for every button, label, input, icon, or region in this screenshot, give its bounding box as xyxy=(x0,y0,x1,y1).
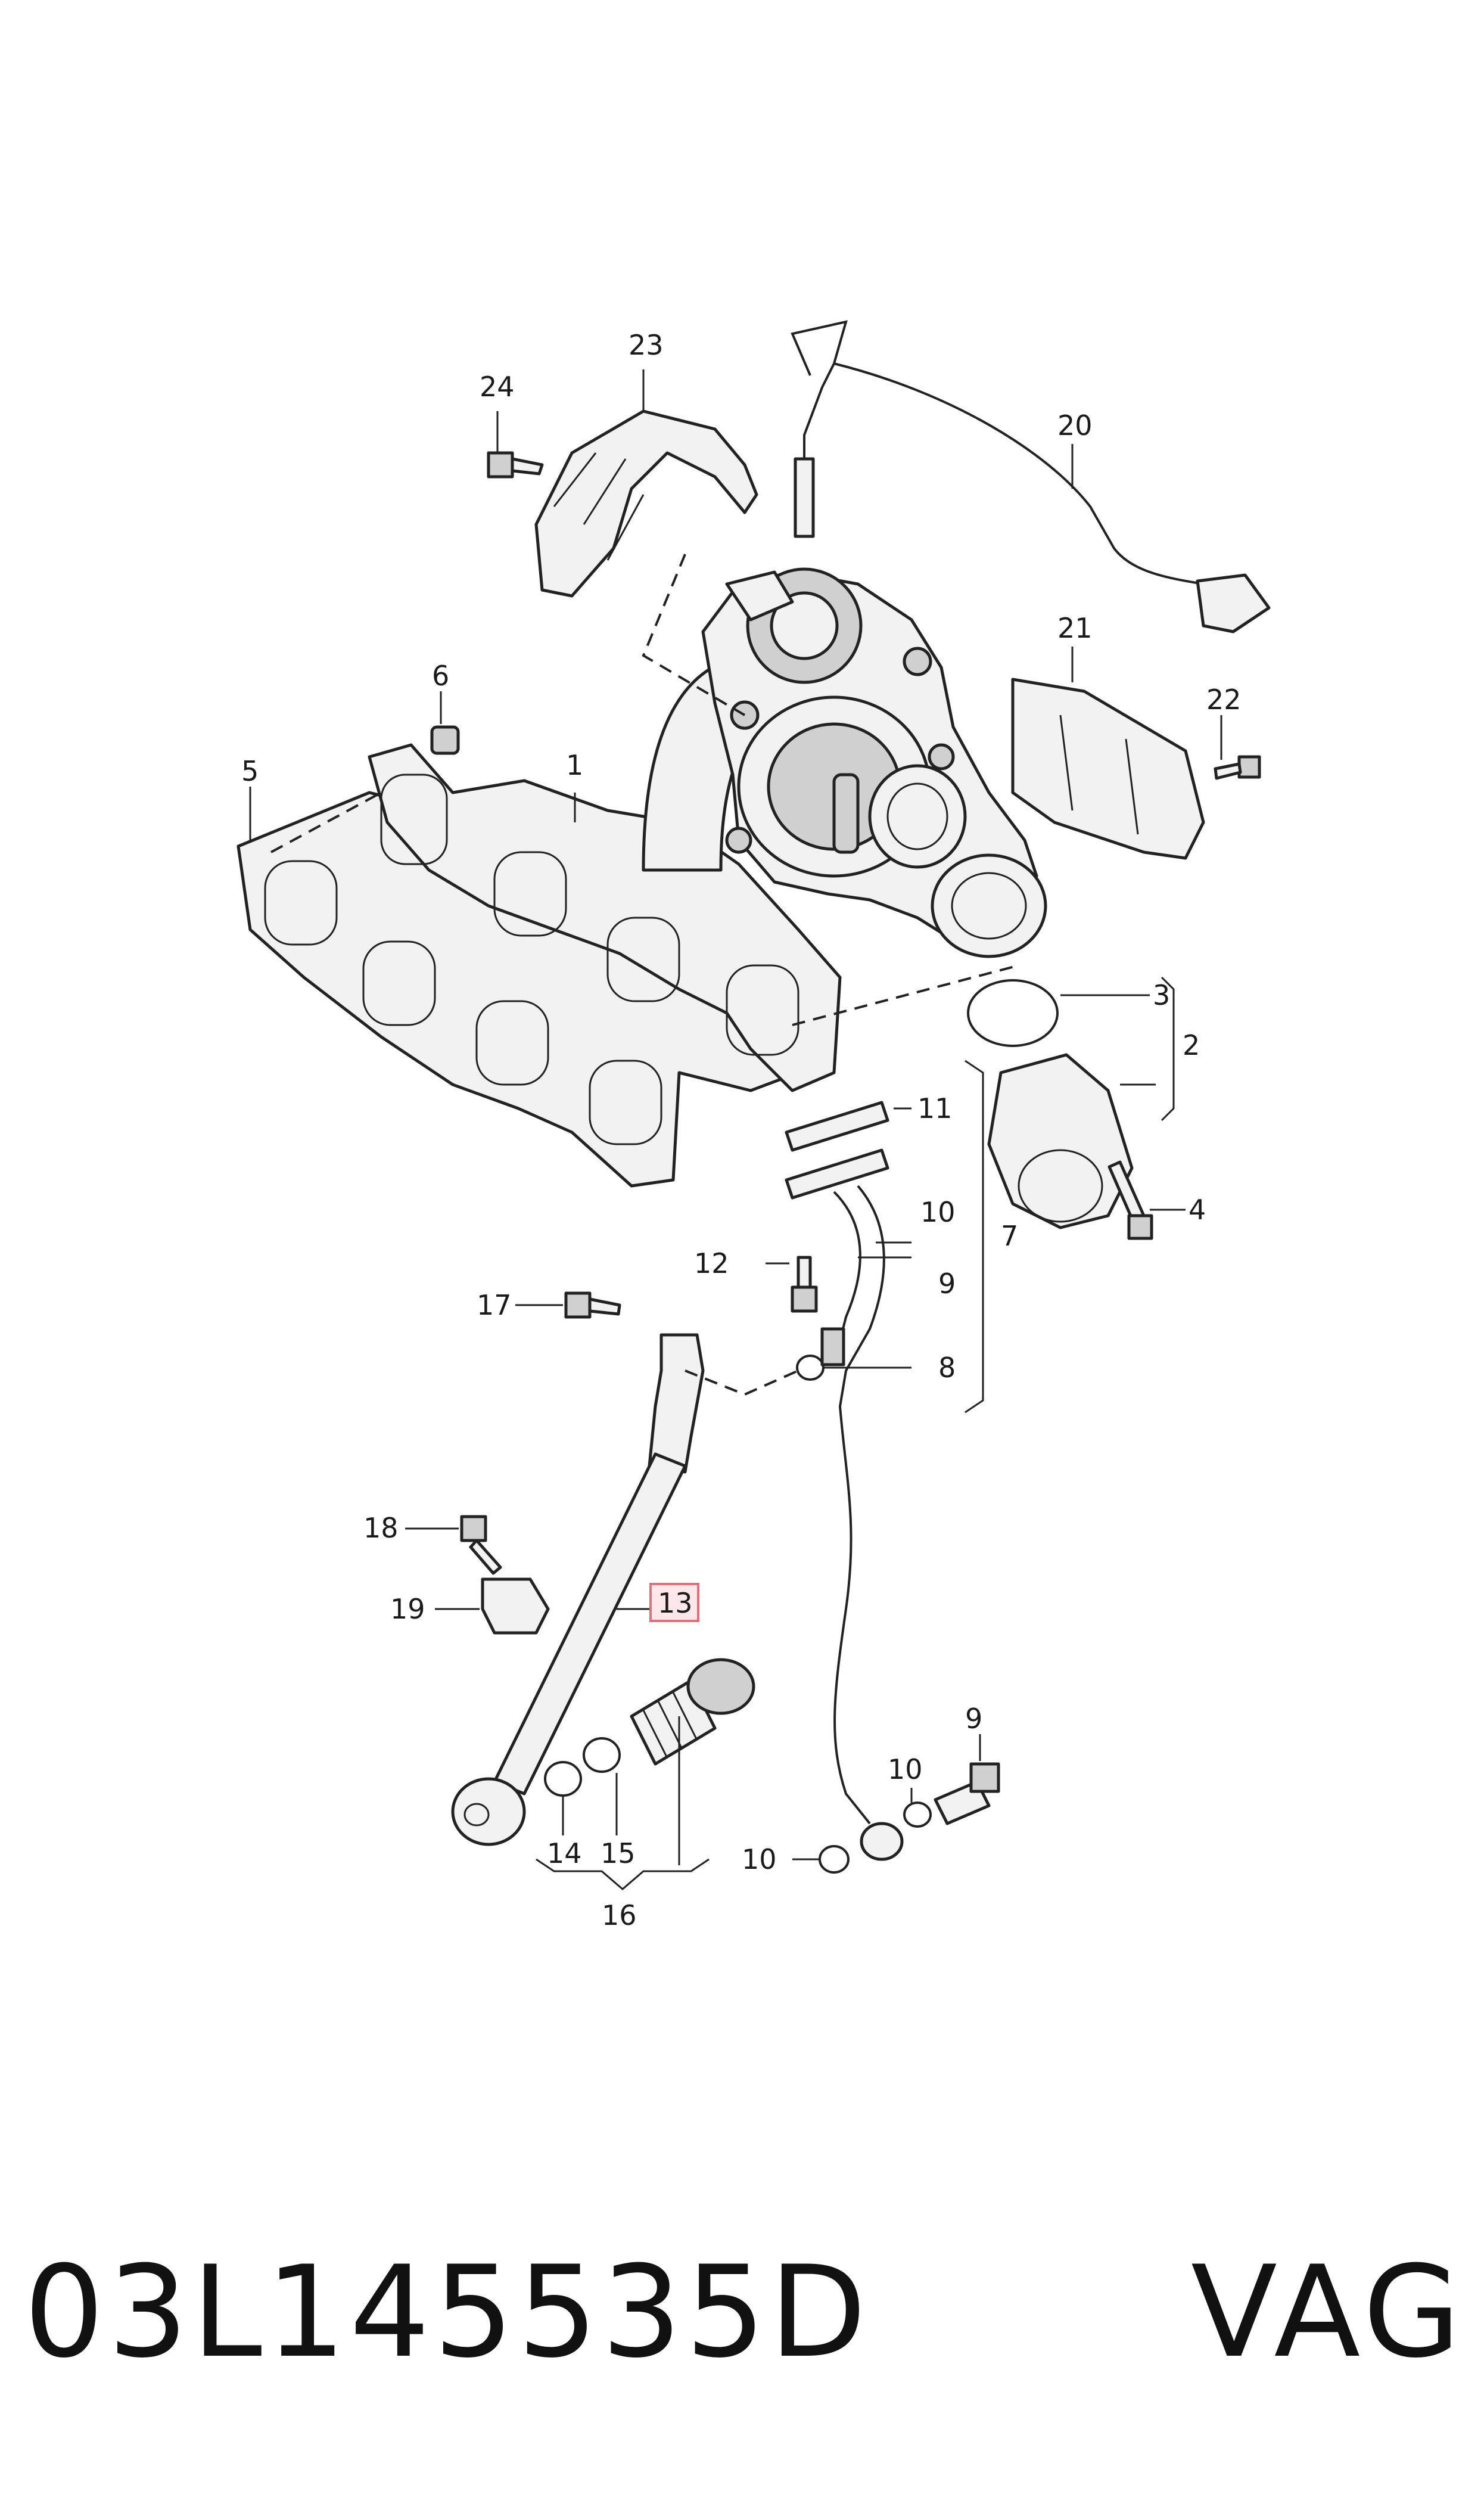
callout-10b: 10 xyxy=(888,1753,923,1785)
callout-14: 14 xyxy=(547,1837,582,1869)
connecting-pipe xyxy=(987,1053,1134,1229)
callout-18: 18 xyxy=(363,1512,399,1544)
bolt-18 xyxy=(460,1515,502,1575)
part-number: 03L145535D xyxy=(24,2238,870,2386)
callout-3: 3 xyxy=(1153,979,1170,1011)
brand-name: VAG xyxy=(1190,2238,1466,2386)
bolt-4 xyxy=(1107,1160,1153,1240)
banjo-bolt-assembly xyxy=(544,1658,755,1797)
callout-13: 13 xyxy=(658,1587,693,1619)
callout-10c: 10 xyxy=(742,1843,777,1875)
oil-supply-line xyxy=(820,1185,885,1825)
banjo-fitting-oil-line xyxy=(819,1762,1000,1874)
turbocharger xyxy=(701,567,1047,958)
bolt-22 xyxy=(1214,755,1261,780)
callout-19: 19 xyxy=(390,1593,425,1625)
callout-20: 20 xyxy=(1057,409,1093,442)
callout-13-highlight: 13 xyxy=(649,1583,699,1622)
callout-24: 24 xyxy=(480,371,515,403)
callout-9a: 9 xyxy=(938,1268,956,1300)
callout-9b: 9 xyxy=(965,1703,982,1735)
callout-6: 6 xyxy=(432,660,449,692)
o-ring-3 xyxy=(967,979,1059,1047)
callout-22: 22 xyxy=(1206,684,1242,716)
bracket-21 xyxy=(1011,678,1205,860)
gaskets-11 xyxy=(785,1101,889,1200)
callout-11: 11 xyxy=(917,1092,953,1125)
leader-lines xyxy=(249,369,1222,1890)
bolt-17 xyxy=(564,1291,621,1319)
seal-8 xyxy=(796,1355,825,1381)
callout-16: 16 xyxy=(602,1899,637,1931)
callout-17: 17 xyxy=(477,1289,512,1321)
footer-caption: 03L145535D VAG xyxy=(24,2241,1466,2384)
callout-5: 5 xyxy=(241,755,259,787)
callout-4: 4 xyxy=(1189,1194,1206,1226)
bolt-24 xyxy=(487,451,544,479)
callout-23: 23 xyxy=(629,329,664,361)
callout-21: 21 xyxy=(1057,612,1093,644)
callout-labels: 1 2 3 4 5 6 7 8 9 9 10 10 10 11 12 13 14… xyxy=(241,329,1242,1931)
temperature-sensor xyxy=(791,320,1271,633)
heat-shield xyxy=(534,409,758,598)
nut-6 xyxy=(430,725,460,755)
bolt-12 xyxy=(791,1256,818,1313)
callout-7: 7 xyxy=(1001,1220,1018,1252)
dashed-assembly-lines xyxy=(270,554,1019,1396)
clip-19 xyxy=(481,1577,550,1635)
callout-15: 15 xyxy=(601,1837,636,1869)
callout-12: 12 xyxy=(694,1247,729,1279)
callout-8: 8 xyxy=(938,1352,956,1384)
callout-10a: 10 xyxy=(920,1196,956,1228)
callout-2: 2 xyxy=(1183,1029,1200,1061)
oil-return-line xyxy=(451,1333,705,1846)
callout-1: 1 xyxy=(566,749,583,781)
